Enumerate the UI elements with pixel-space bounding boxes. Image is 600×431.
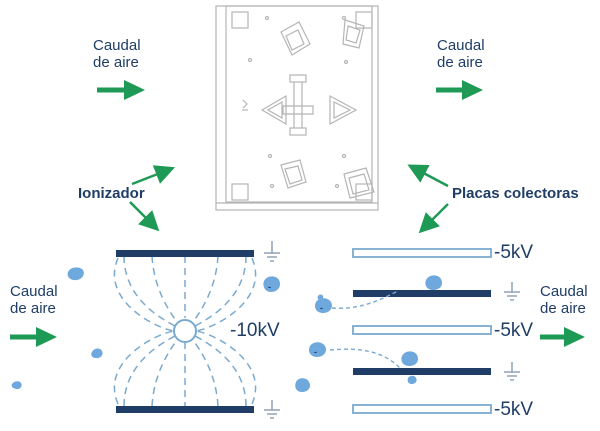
collector-plates-label: Placas colectoras	[452, 185, 579, 202]
particle-icon	[91, 348, 103, 359]
collector-plate-charged	[352, 404, 492, 414]
airflow-label-top-left: Caudal de aire	[93, 37, 141, 71]
particles	[11, 267, 443, 392]
plate-voltage-label: -5kV	[494, 399, 534, 420]
particle-icon	[314, 298, 333, 313]
airflow-label-bottom-right: Caudal de aire	[540, 283, 588, 317]
collector-plate-charged	[352, 325, 492, 335]
particle-icon	[317, 294, 324, 300]
arrow-right-icon	[540, 327, 585, 347]
airflow-label-bottom-left: Caudal de aire	[10, 283, 58, 317]
air-purifier-unit	[215, 5, 379, 211]
particle-charge: -	[314, 347, 317, 357]
collector-plates	[352, 248, 492, 414]
ionizer-bottom-plate	[116, 406, 254, 413]
ground-icon	[504, 282, 520, 301]
particle-icon	[263, 276, 281, 292]
ground-icon	[264, 400, 280, 419]
electrode-icon	[173, 319, 197, 343]
collector-plate-charged	[352, 248, 492, 258]
particle-icon	[401, 351, 419, 366]
particle-icon	[67, 267, 84, 281]
airflow-label-top-right: Caudal de aire	[437, 37, 485, 71]
ionizer-label: Ionizador	[78, 185, 145, 202]
arrow-right-icon	[10, 327, 57, 347]
ground-icon	[264, 241, 280, 262]
ionizer-top-plate	[116, 250, 254, 257]
ionizer-assembly	[113, 250, 257, 413]
particle-icon	[407, 375, 417, 384]
particle-icon	[295, 378, 311, 392]
particle-icon	[308, 342, 327, 357]
particle-icon	[11, 381, 22, 390]
collector-plate-grounded	[353, 290, 491, 297]
ground-icon	[504, 362, 520, 381]
arrow-right-icon	[436, 80, 483, 100]
particle-charge: -	[268, 282, 271, 292]
pointer-arrows	[129, 164, 449, 234]
particle-charge: -	[320, 303, 323, 313]
particle-icon	[425, 275, 443, 290]
ionizer-voltage-label: -10kV	[230, 320, 280, 341]
arrow-right-icon	[97, 80, 145, 100]
electric-field-lines	[113, 255, 257, 407]
plate-voltage-label: -5kV	[494, 320, 534, 341]
plate-voltage-label: -5kV	[494, 242, 534, 263]
particle-trajectories	[329, 290, 401, 369]
collector-plate-grounded	[353, 368, 491, 375]
